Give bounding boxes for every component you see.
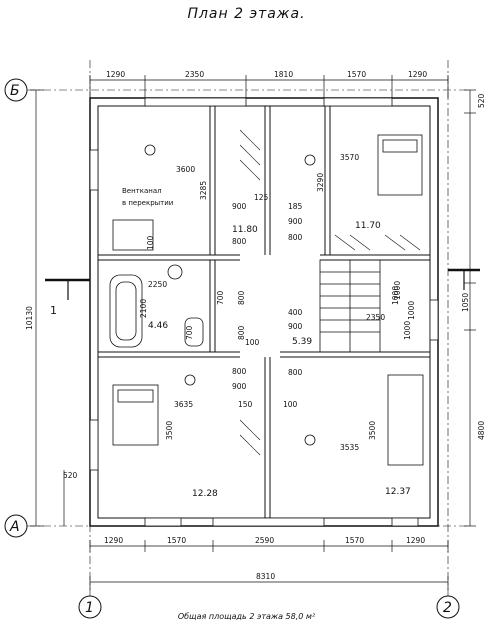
room-dim-lower-left-h: 3500 <box>165 421 174 440</box>
room-dim-bath-w: 2250 <box>148 280 167 289</box>
top-dimension-line <box>89 75 449 98</box>
room-dim-hall-w: 2350 <box>366 313 385 322</box>
room-dim-upper-left-h: 3285 <box>199 181 208 200</box>
room-area-upper-right: 11.70 <box>355 221 381 231</box>
top-dim-4: 1570 <box>347 70 366 79</box>
small-dim-16: 150 <box>238 400 253 409</box>
room-dim-bath-h: 2100 <box>139 299 148 318</box>
axis-label-left: 1 <box>85 600 94 616</box>
room-area-bath: 4.46 <box>148 321 168 331</box>
plan-title: План 2 этажа. <box>187 6 306 22</box>
top-dim-2: 2350 <box>185 70 204 79</box>
top-dim-3: 1810 <box>274 70 293 79</box>
small-dim-6: 125 <box>254 193 269 202</box>
axis-label-top: Б <box>10 83 20 99</box>
total-area-note: Общая площадь 2 этажа 58,0 м² <box>177 612 316 621</box>
stairs <box>319 259 381 353</box>
room-dim-upper-right-h: 3290 <box>316 173 325 192</box>
vent-note-line-1: Вентканал <box>122 187 162 195</box>
small-dim-22: 1000 <box>403 321 412 340</box>
room-area-lower-left: 12.28 <box>192 489 218 499</box>
small-dim-13: 700 <box>185 325 194 340</box>
vent-note-line-2: в перекрытии <box>122 199 173 207</box>
axis-label-bottom: А <box>9 519 20 535</box>
small-dim-9: 800 <box>237 290 246 305</box>
right-dim-3: 4800 <box>477 421 486 440</box>
small-dim-7: 100 <box>146 235 155 250</box>
room-dim-lower-left-w: 3635 <box>174 400 193 409</box>
overall-width-dim: 8310 <box>256 572 275 581</box>
right-dimension-line <box>464 89 476 527</box>
small-dim-17: 800 <box>288 368 303 377</box>
right-dim-2: 1050 <box>461 293 470 312</box>
small-dim-8: 700 <box>216 290 225 305</box>
left-overall-dim: 10130 <box>25 306 34 330</box>
left-dimension-line <box>30 89 65 527</box>
interior-walls <box>98 106 430 518</box>
room-dim-lower-right-h: 3500 <box>368 421 377 440</box>
room-dim-lower-right-w: 3535 <box>340 443 359 452</box>
bottom-dim-3: 2590 <box>255 536 274 545</box>
room-area-lower-right: 12.37 <box>385 487 411 497</box>
small-dim-1: 900 <box>232 202 247 211</box>
left-small-dim: 520 <box>63 471 78 480</box>
furniture <box>109 134 424 466</box>
small-dim-2: 800 <box>232 237 247 246</box>
room-dim-upper-left-w: 3600 <box>176 165 195 174</box>
wardrobe-hatches <box>239 129 421 456</box>
bottom-dim-1: 1290 <box>104 536 123 545</box>
section-mark <box>45 268 480 300</box>
room-area-hall: 5.39 <box>292 337 312 347</box>
bottom-dim-4: 1570 <box>345 536 364 545</box>
bottom-dimension-line <box>89 540 449 590</box>
small-dim-5: 800 <box>288 233 303 242</box>
right-dim-1: 520 <box>477 93 486 108</box>
small-dim-12: 800 <box>237 325 246 340</box>
small-dim-10: 400 <box>288 308 303 317</box>
small-dim-15: 900 <box>232 382 247 391</box>
bottom-dim-2: 1570 <box>167 536 186 545</box>
section-mark-label: 1 <box>50 304 57 317</box>
small-dim-4: 900 <box>288 217 303 226</box>
room-dim-upper-right-w: 3570 <box>340 153 359 162</box>
small-dim-11: 900 <box>288 322 303 331</box>
small-dim-20: 1000 <box>391 286 400 305</box>
top-dim-5: 1290 <box>408 70 427 79</box>
small-dim-18: 100 <box>283 400 298 409</box>
bottom-dim-5: 1290 <box>406 536 425 545</box>
small-dim-19: 100 <box>245 338 260 347</box>
small-dim-3: 185 <box>288 202 303 211</box>
top-dim-1: 1290 <box>106 70 125 79</box>
axis-label-right: 2 <box>443 600 452 616</box>
small-dim-14: 800 <box>232 367 247 376</box>
windows <box>89 97 439 527</box>
room-area-upper-left: 11.80 <box>232 225 258 235</box>
small-dim-21: 1000 <box>407 301 416 320</box>
room-dim-hall-h: 1000 <box>393 281 402 300</box>
